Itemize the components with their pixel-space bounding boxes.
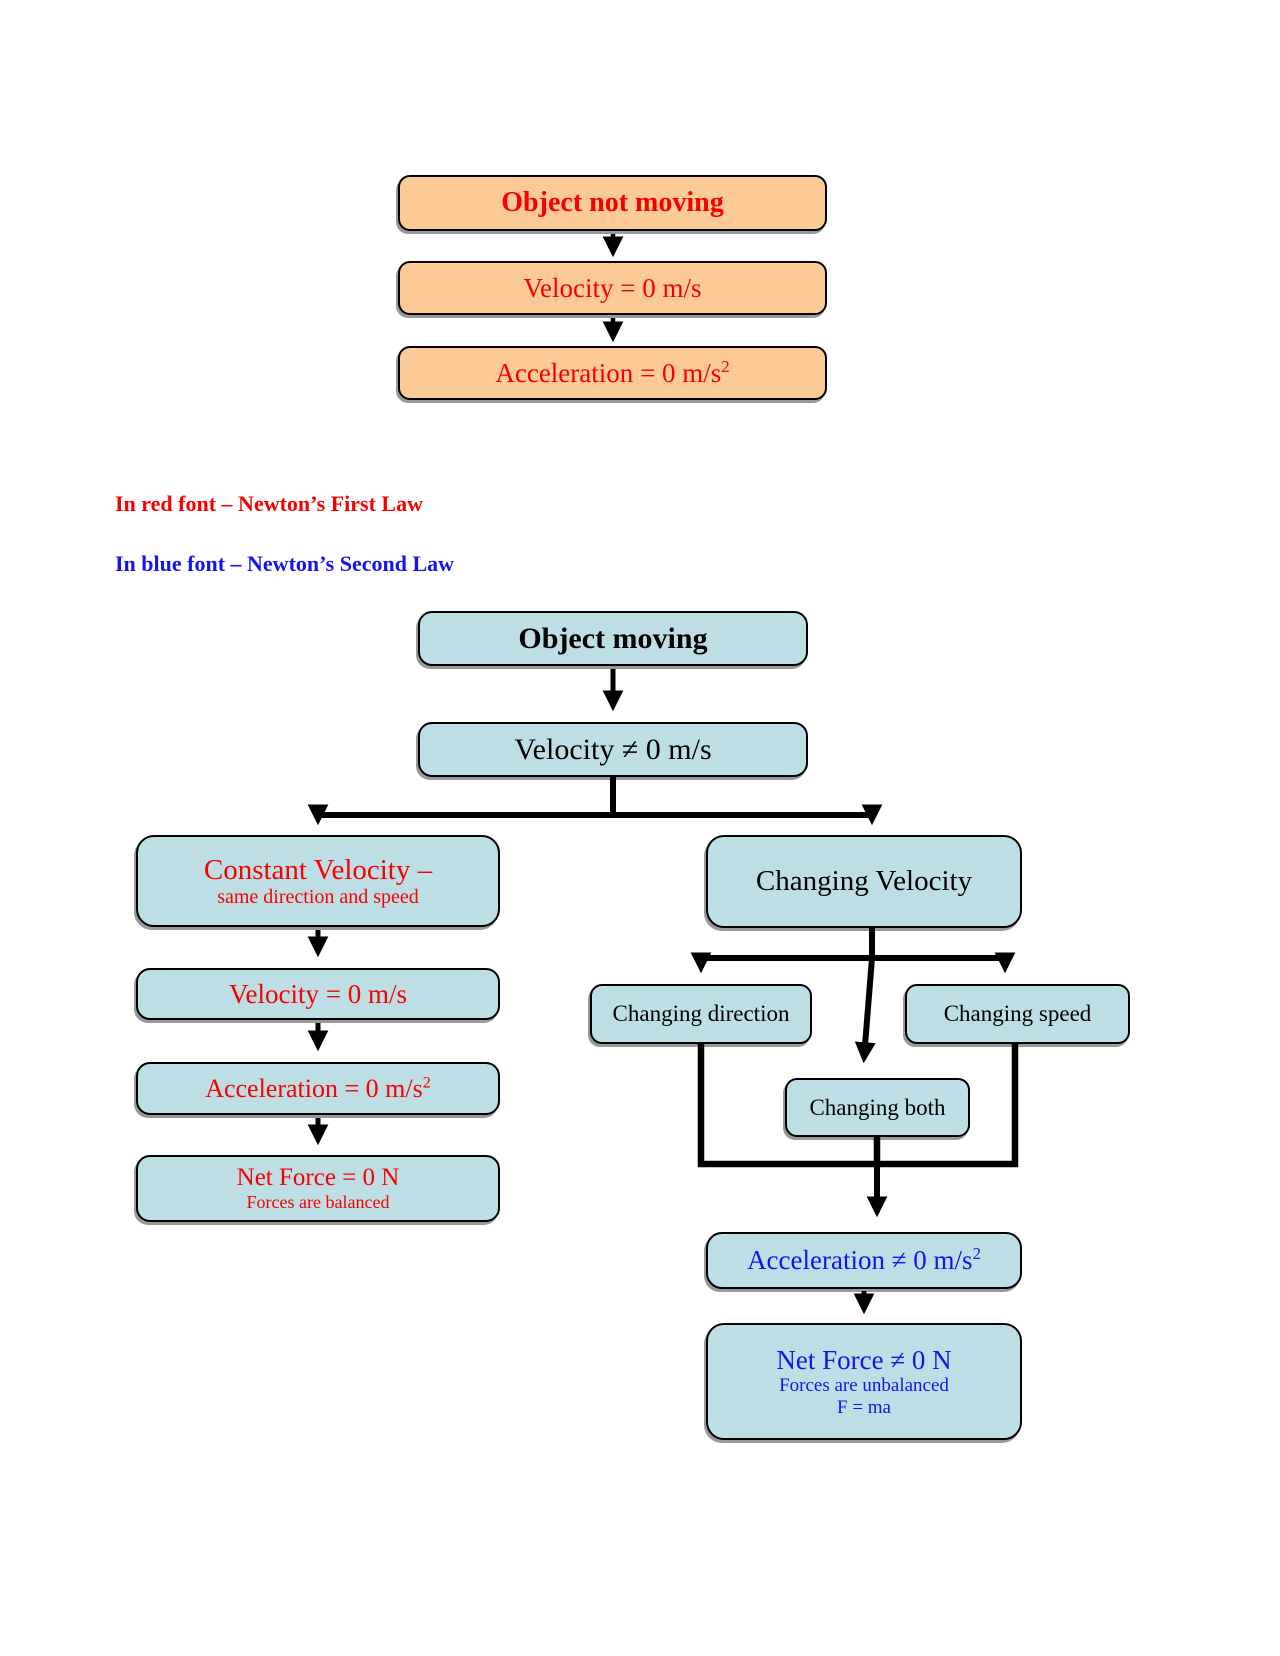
box-net-force-not-zero: Net Force ≠ 0 N Forces are unbalanced F … — [706, 1323, 1022, 1440]
superscript-2: 2 — [422, 1074, 431, 1092]
box-net-force-zero-title: Net Force = 0 N — [236, 1164, 400, 1192]
box-velocity-zero-top-label: Velocity = 0 m/s — [523, 272, 702, 303]
box-object-not-moving: Object not moving — [398, 175, 827, 231]
box-object-not-moving-label: Object not moving — [501, 187, 724, 219]
box-changing-velocity: Changing Velocity — [706, 835, 1022, 928]
box-acceleration-zero-top-label: Acceleration = 0 m/s2 — [495, 356, 730, 388]
box-velocity-not-zero: Velocity ≠ 0 m/s — [418, 722, 808, 777]
box-changing-both: Changing both — [785, 1078, 970, 1137]
box-constant-velocity-subtitle: same direction and speed — [217, 886, 419, 909]
box-net-force-not-zero-subtitle: Forces are unbalanced — [779, 1375, 949, 1397]
box-changing-speed-label: Changing speed — [943, 1001, 1092, 1027]
superscript-2: 2 — [721, 356, 730, 376]
connector-right-split — [701, 928, 1005, 961]
box-acceleration-zero-left: Acceleration = 0 m/s2 — [136, 1062, 500, 1115]
box-net-force-zero: Net Force = 0 N Forces are balanced — [136, 1155, 500, 1222]
box-changing-speed: Changing speed — [905, 984, 1130, 1044]
legend-newtons-second-law: In blue font – Newton’s Second Law — [115, 551, 455, 576]
box-net-force-formula: F = ma — [837, 1396, 891, 1418]
box-velocity-not-zero-label: Velocity ≠ 0 m/s — [514, 732, 712, 766]
box-changing-direction: Changing direction — [590, 984, 812, 1044]
box-acceleration-not-zero: Acceleration ≠ 0 m/s2 — [706, 1232, 1022, 1289]
box-constant-velocity: Constant Velocity – same direction and s… — [136, 835, 500, 927]
box-constant-velocity-title: Constant Velocity – — [203, 853, 433, 886]
box-velocity-zero-top: Velocity = 0 m/s — [398, 261, 827, 315]
box-changing-direction-label: Changing direction — [612, 1001, 790, 1027]
box-changing-both-label: Changing both — [809, 1094, 946, 1120]
box-net-force-not-zero-title: Net Force ≠ 0 N — [776, 1345, 952, 1376]
box-acceleration-zero-left-label: Acceleration = 0 m/s2 — [205, 1073, 431, 1103]
box-velocity-zero-left: Velocity = 0 m/s — [136, 968, 500, 1020]
connector-to-changing-both — [854, 957, 876, 1064]
superscript-2: 2 — [972, 1244, 981, 1264]
box-object-moving-label: Object moving — [518, 621, 708, 655]
box-net-force-zero-subtitle: Forces are balanced — [246, 1192, 390, 1213]
connector-main-split — [318, 777, 872, 818]
box-velocity-zero-left-label: Velocity = 0 m/s — [229, 978, 407, 1009]
box-object-moving: Object moving — [418, 611, 808, 666]
box-acceleration-zero-top: Acceleration = 0 m/s2 — [398, 346, 827, 400]
legend-newtons-first-law: In red font – Newton’s First Law — [115, 491, 423, 516]
box-acceleration-not-zero-label: Acceleration ≠ 0 m/s2 — [747, 1244, 981, 1276]
box-changing-velocity-label: Changing Velocity — [755, 865, 973, 898]
